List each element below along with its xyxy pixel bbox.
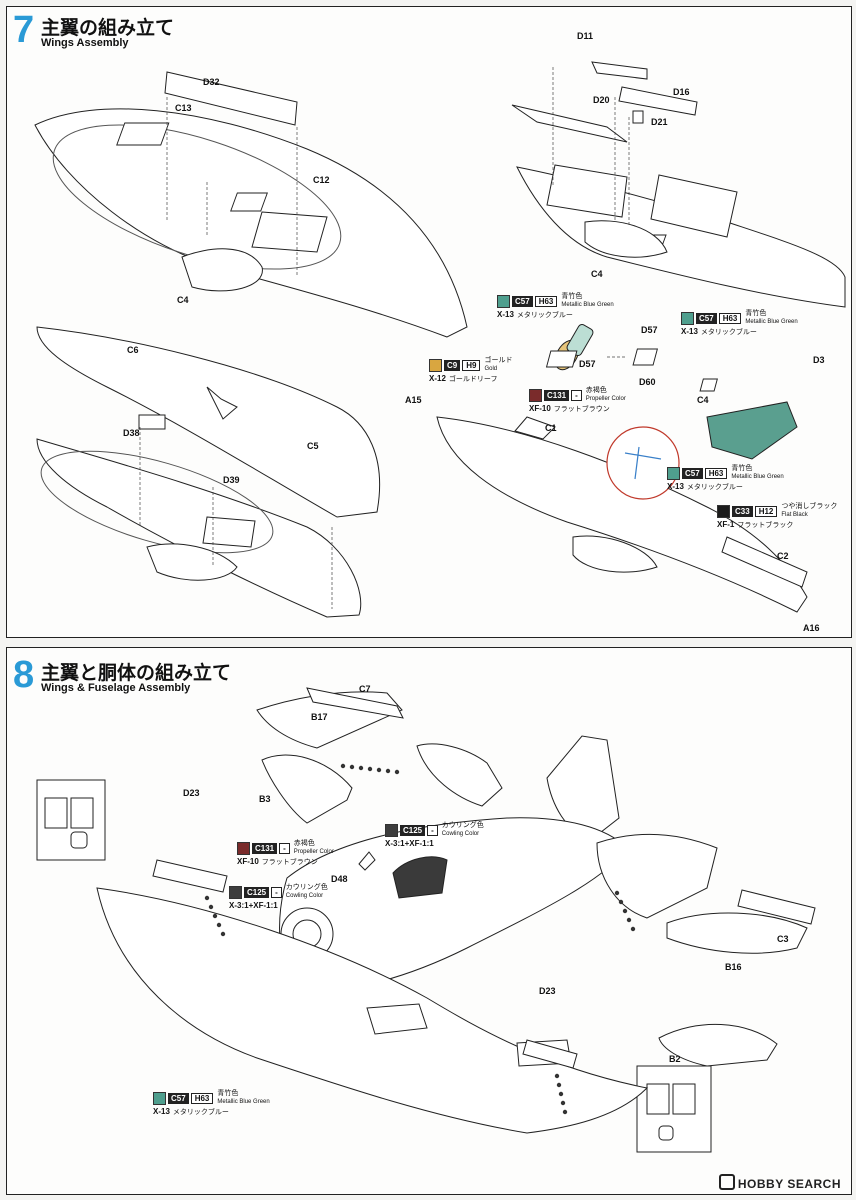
part-label: D3 <box>813 355 825 365</box>
step-8-diagram <box>36 687 816 1153</box>
part-label: C7 <box>359 684 371 694</box>
wing-lower-left-2 <box>36 438 362 618</box>
part-label: D57 <box>579 359 596 369</box>
step-7-number: 7 <box>13 9 35 51</box>
color-swatch <box>429 358 442 372</box>
color-swatch <box>497 294 510 308</box>
part-label: C4 <box>591 269 603 279</box>
logo-icon <box>718 1174 735 1190</box>
part-label: B16 <box>725 962 742 972</box>
color-swatch <box>529 388 542 402</box>
part-label: D39 <box>223 475 240 485</box>
color-swatch <box>385 823 398 837</box>
part-label: B3 <box>259 794 271 804</box>
part-label: B2 <box>669 1054 681 1064</box>
step-7-diagram <box>34 61 846 618</box>
part-label: C1 <box>545 423 557 433</box>
wing-lower-right <box>436 416 808 613</box>
part-label: C2 <box>777 551 789 561</box>
part-label: C3 <box>777 934 789 944</box>
step-7-title-en: Wings Assembly <box>41 37 129 49</box>
color-swatch <box>153 1091 166 1105</box>
part-label: D57 <box>641 325 658 335</box>
step-7-title-jp: 主翼の組み立て <box>41 17 175 39</box>
part-label: C13 <box>175 103 192 113</box>
step-8-title-jp: 主翼と胴体の組み立て <box>41 662 232 684</box>
hobby-search-logo: HOBBY SEARCH <box>718 1174 841 1191</box>
part-label: C6 <box>127 345 139 355</box>
color-swatch <box>681 311 694 325</box>
part-label: B17 <box>311 712 328 722</box>
part-label: D23 <box>539 986 556 996</box>
step-8-title-en: Wings & Fuselage Assembly <box>41 682 191 694</box>
part-label: A15 <box>405 395 422 405</box>
part-label: D60 <box>639 377 656 387</box>
color-swatch <box>237 841 250 855</box>
color-swatch <box>717 504 730 518</box>
part-label: D20 <box>593 95 610 105</box>
step-8-number: 8 <box>13 654 35 696</box>
part-label: D48 <box>331 874 348 884</box>
part-label: A16 <box>803 623 820 633</box>
part-label: D16 <box>673 87 690 97</box>
part-label: D32 <box>203 77 220 87</box>
part-label: C12 <box>313 175 330 185</box>
color-swatch <box>667 466 680 480</box>
part-label: D21 <box>651 117 668 127</box>
part-label: C5 <box>307 441 319 451</box>
part-label: D11 <box>577 31 594 41</box>
wing-lower-left-1 <box>36 326 381 518</box>
part-label: C4 <box>177 295 189 305</box>
color-swatch <box>229 885 242 899</box>
part-label: D23 <box>183 788 200 798</box>
step-7-panel: 7 主翼の組み立て Wings Assembly <box>6 6 852 638</box>
step-8-panel: 8 主翼と胴体の組み立て Wings & Fuselage Assembly <box>6 647 852 1195</box>
wing-upper-left <box>34 108 468 338</box>
part-label: C4 <box>697 395 709 405</box>
part-label: D38 <box>123 428 140 438</box>
